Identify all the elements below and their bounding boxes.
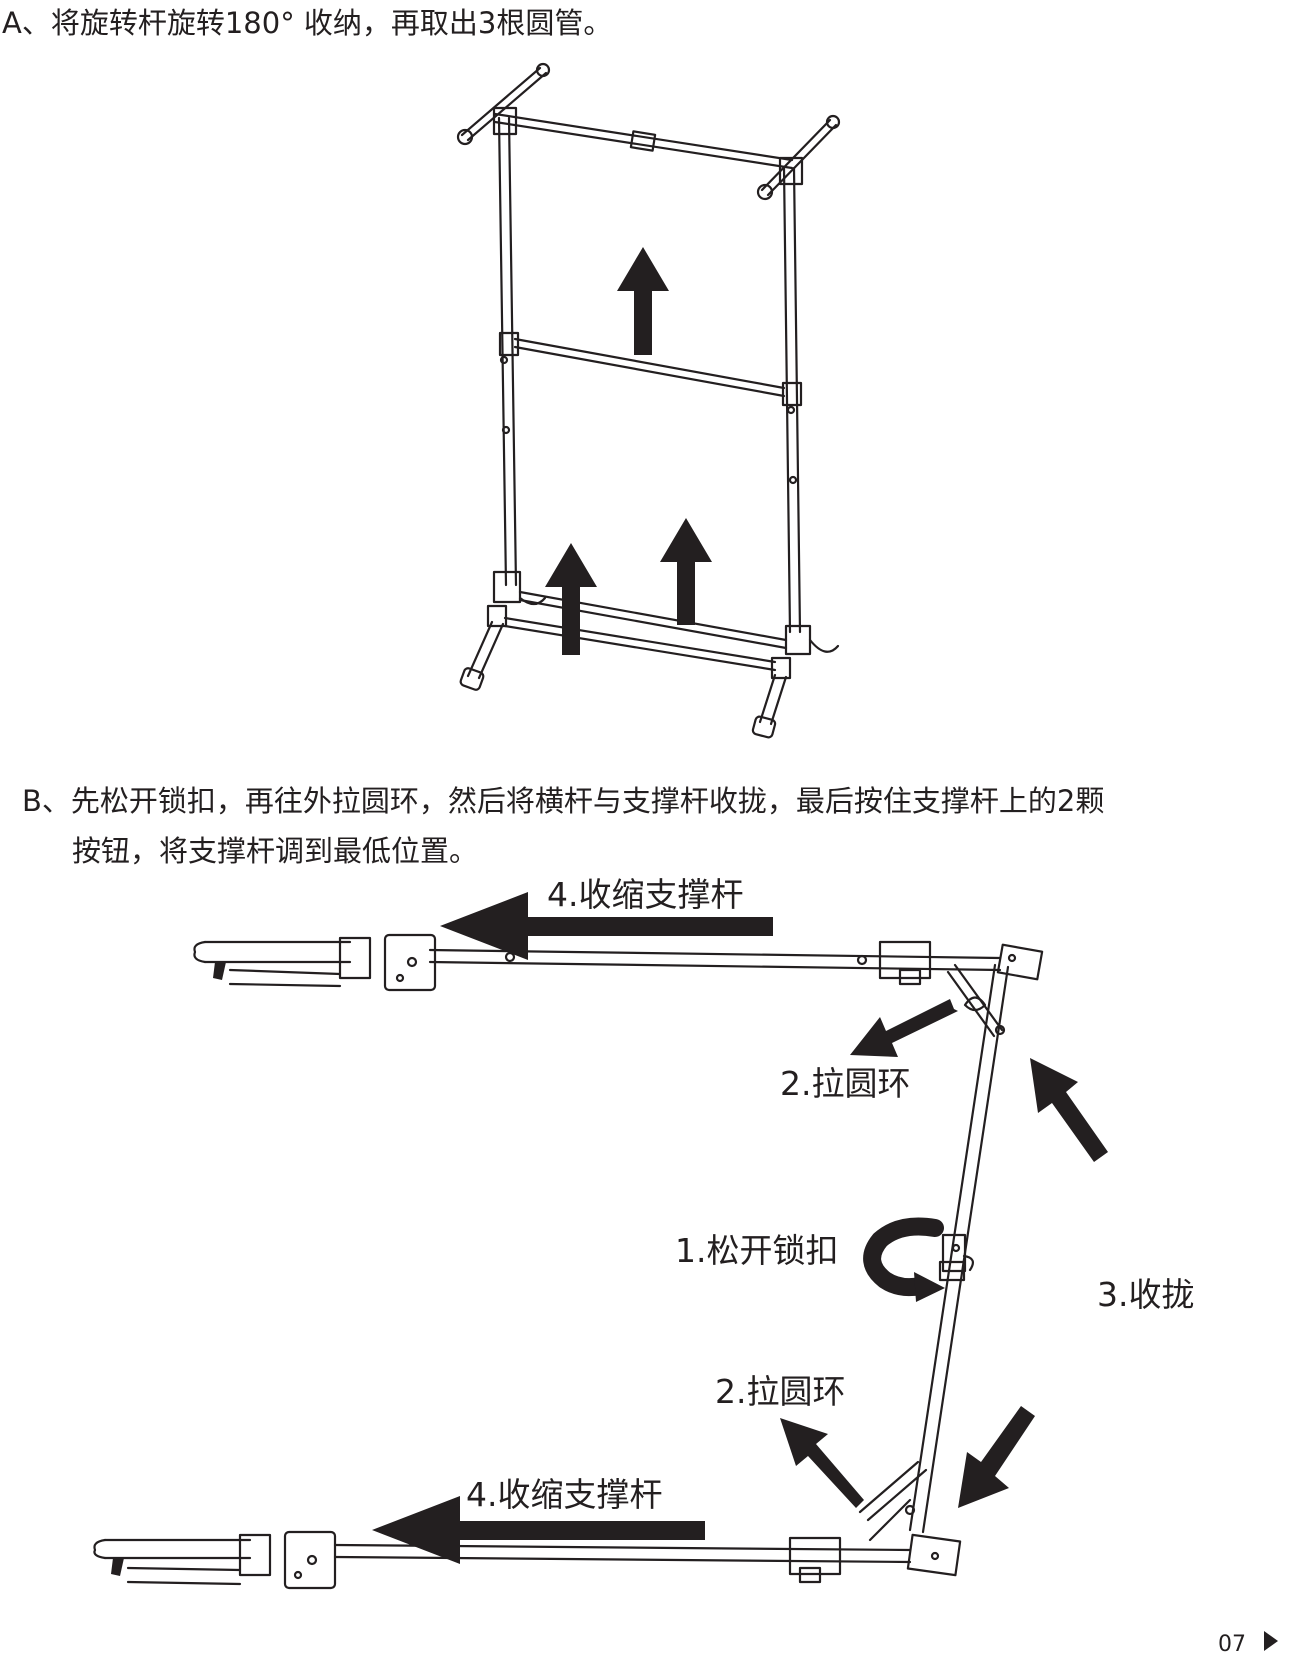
label-pull-ring-top: 2.拉圆环 [780,1064,911,1103]
up-arrow-icon [617,247,669,355]
up-arrows [545,247,712,655]
up-arrow-icon [545,543,597,655]
loosen-lock-arrow [863,1217,945,1302]
next-page-arrow-icon [1264,1631,1278,1651]
figure-a-rack-diagram [456,62,841,739]
retract-arrows [372,892,773,1564]
up-left-arrow-icon [780,1418,864,1508]
label-retract-top: 4.收缩支撑杆 [547,875,744,914]
step-b-text-line1: B、先松开锁扣，再往外拉圆环，然后将横杆与支撑杆收拢，最后按住支撑杆上的2颗 [22,784,1105,818]
step-a-text: A、将旋转杆旋转180° 收纳，再取出3根圆管。 [2,6,613,40]
label-loosen-lock: 1.松开锁扣 [675,1231,839,1270]
fold-arrows [958,1058,1108,1508]
label-fold: 3.收拢 [1097,1275,1195,1314]
up-left-arrow-icon [1030,1058,1108,1162]
left-arrow-icon [372,1496,705,1564]
curved-arrow-icon [863,1217,944,1297]
left-arrow-icon [440,892,773,960]
pull-ring-arrows [780,999,958,1508]
step-b-text-line2: 按钮，将支撑杆调到最低位置。 [72,834,479,868]
label-pull-ring-bottom: 2.拉圆环 [715,1372,846,1411]
down-left-arrow-icon [958,1406,1035,1508]
curved-arrow-head-icon [914,1272,945,1302]
up-arrow-icon [660,518,712,625]
page-number: 07 [1218,1632,1246,1657]
down-left-arrow-icon [850,999,958,1057]
label-retract-bottom: 4.收缩支撑杆 [466,1475,663,1514]
